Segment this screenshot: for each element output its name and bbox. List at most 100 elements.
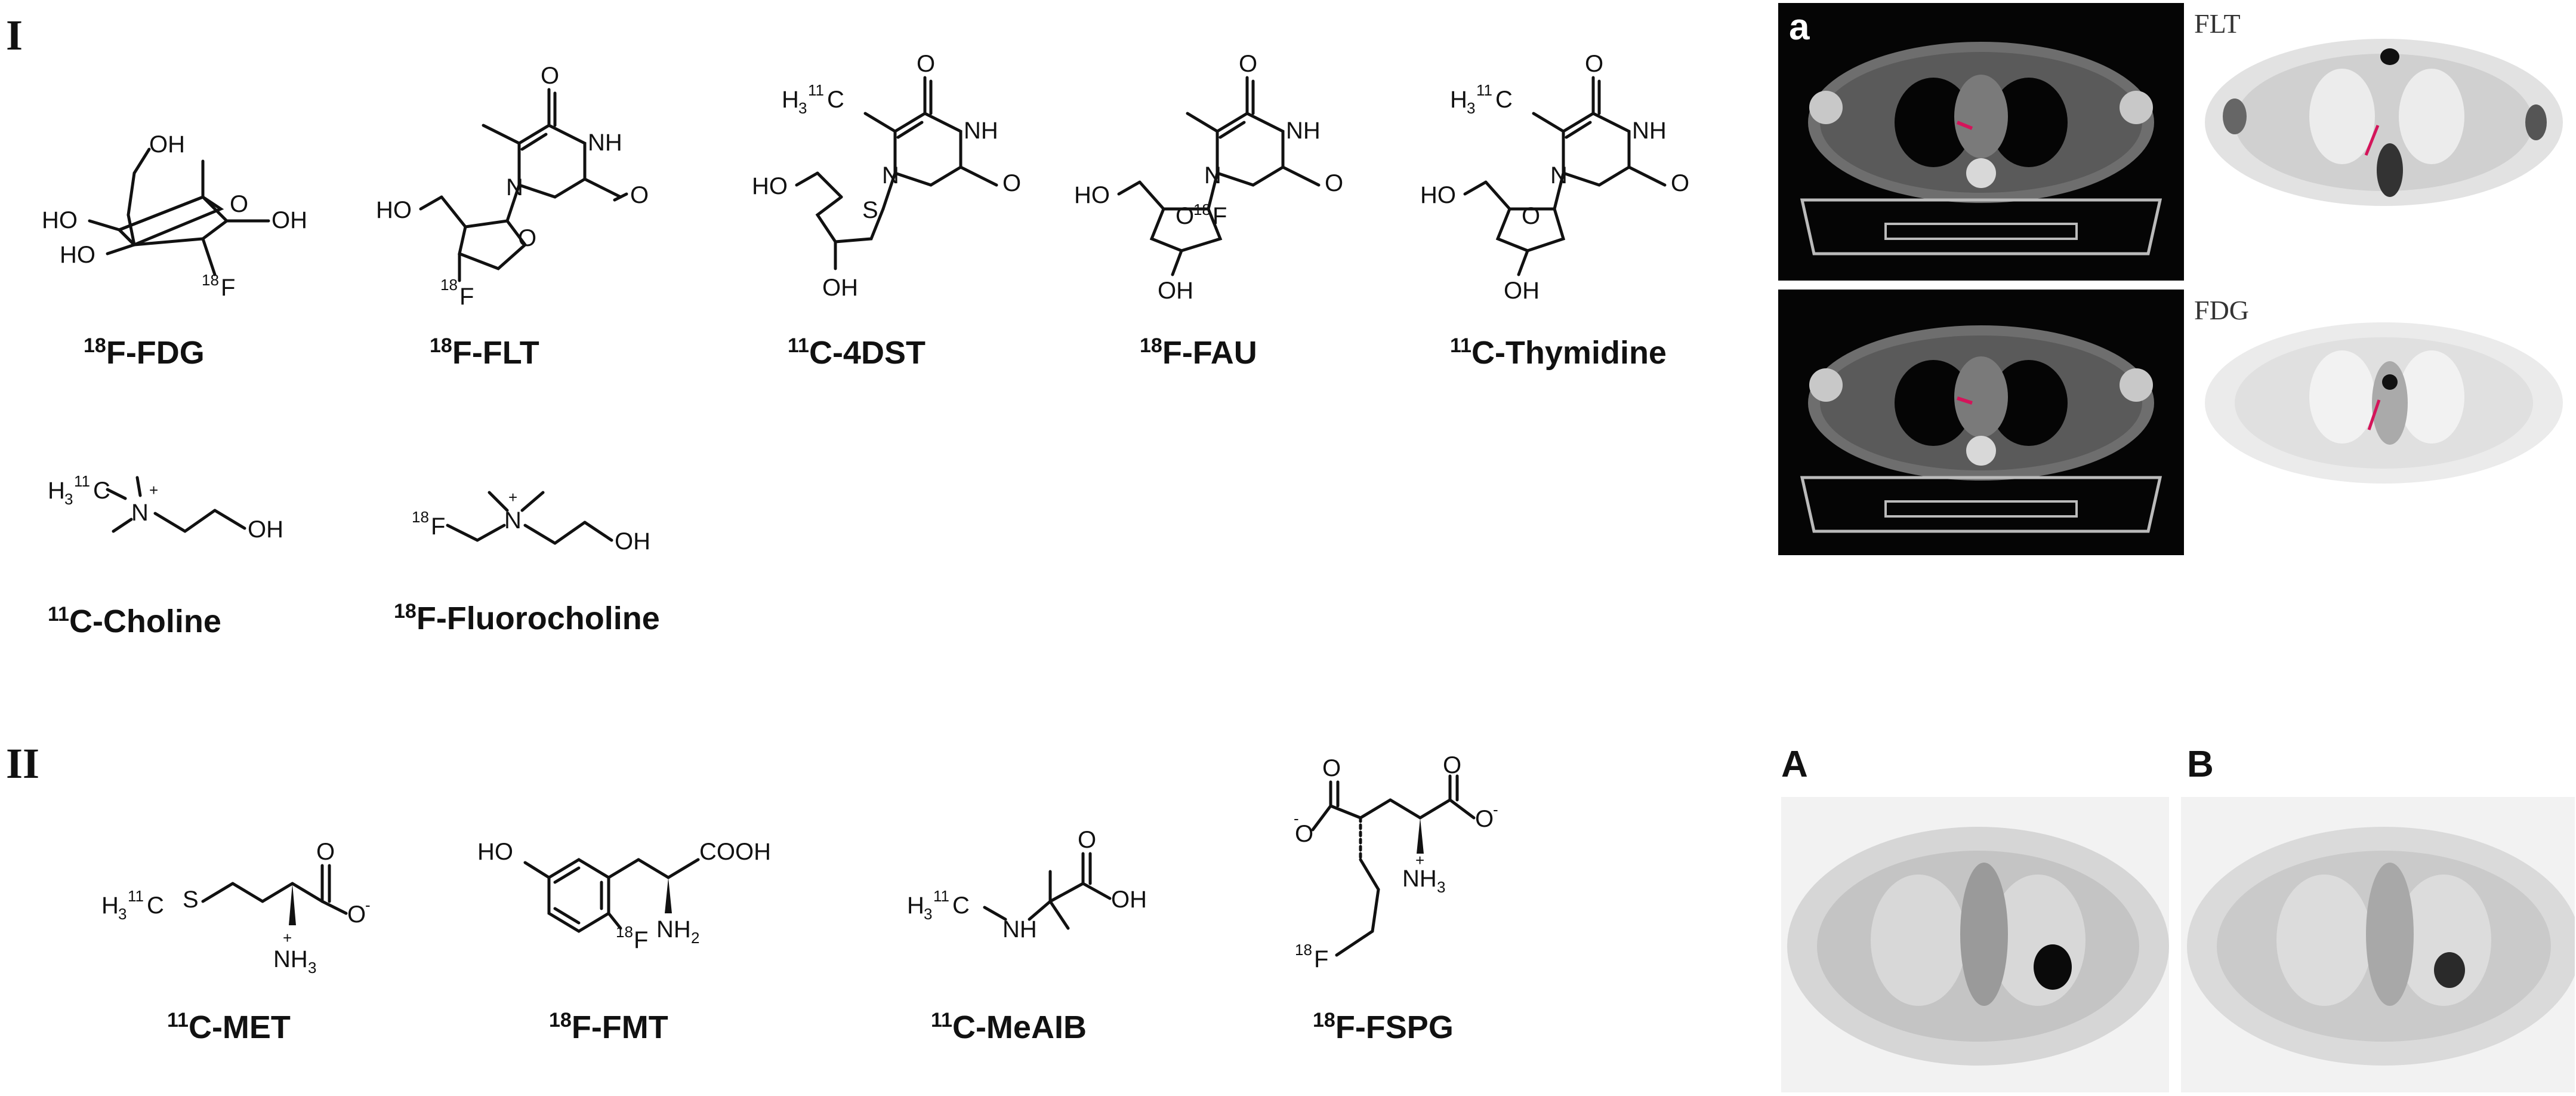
met-structure: H 3 11 C S O O - + NH 3	[101, 839, 371, 977]
atom-n: N	[1550, 162, 1568, 189]
atom-s: S	[862, 197, 878, 223]
atom-oh: OH	[822, 275, 858, 301]
4dst-structure: O NH O N S HO OH H 3 11 C	[752, 51, 1021, 301]
ct-image-bottom	[1778, 290, 2184, 555]
compound-label-11c-thymidine: 11C-Thymidine	[1450, 334, 1667, 371]
atom-o: O	[917, 51, 935, 77]
atom-oh: OH	[1504, 278, 1540, 304]
atom-s: S	[183, 886, 199, 913]
atom-h3: H	[101, 892, 119, 919]
isotope-11: 11	[74, 472, 90, 490]
pet-image-fdg: FDG	[2187, 290, 2575, 555]
atom-o: O	[1443, 752, 1461, 778]
atom-o: O	[1078, 827, 1096, 853]
atom-o: O	[541, 63, 559, 89]
charge-plus: +	[149, 481, 158, 499]
compound-label-11c-4dst: 11C-4DST	[788, 334, 925, 371]
atom-c: C	[827, 87, 844, 113]
atom-nh3: NH	[273, 946, 308, 972]
compound-label-18f-fluorocholine: 18F-Fluorocholine	[394, 600, 660, 636]
atom-f: F	[634, 927, 648, 953]
pet-image-A	[1781, 797, 2169, 1092]
atom-nh: NH	[1632, 118, 1667, 144]
section-label-I: I	[6, 11, 23, 59]
panel-label-B: B	[2187, 744, 2214, 785]
ct-image-top: a	[1778, 3, 2184, 281]
atom-ho: HO	[42, 207, 78, 233]
atom-h3: H	[907, 892, 924, 919]
modality-label-fdg: FDG	[2194, 295, 2250, 325]
atom-n: N	[131, 500, 149, 526]
isotope-11: 11	[808, 81, 824, 99]
atom-o: O	[1585, 51, 1603, 77]
subscript-3: 3	[118, 905, 127, 923]
atom-ho: HO	[752, 173, 788, 199]
atom-ho: HO	[376, 197, 412, 223]
atom-ho: HO	[1420, 182, 1456, 208]
compound-label-18f-fmt: 18F-FMT	[549, 1009, 668, 1045]
atom-c: C	[93, 478, 110, 504]
atom-o: O	[1176, 203, 1194, 229]
atom-f: F	[221, 275, 235, 301]
atom-oh: OH	[1111, 886, 1147, 913]
isotope-18: 18	[202, 271, 219, 289]
isotope-18: 18	[1295, 941, 1312, 959]
compound-label-11c-met: 11C-MET	[167, 1009, 291, 1045]
compound-label-11c-choline: 11C-Choline	[48, 603, 221, 639]
isotope-18: 18	[412, 508, 429, 526]
isotope-18: 18	[1193, 201, 1211, 218]
atom-oh: OH	[615, 528, 650, 555]
fspg-structure: O - O O O - + NH 3 18 F	[1294, 752, 1498, 972]
meaib-structure: H 3 11 C NH O OH	[907, 827, 1147, 943]
atom-f: F	[1314, 946, 1328, 972]
atom-c: C	[952, 892, 970, 919]
compound-label-18f-fau: 18F-FAU	[1140, 334, 1257, 371]
thymidine-structure: O NH O N O HO OH H 3 11 C	[1420, 51, 1689, 304]
atom-oh: OH	[248, 516, 283, 543]
atom-f: F	[459, 284, 474, 310]
atom-h3: H	[48, 478, 65, 504]
atom-ho: HO	[60, 242, 95, 268]
charge-plus: +	[283, 929, 292, 947]
atom-f: F	[431, 513, 445, 540]
atom-c: C	[1495, 87, 1513, 113]
atom-o: O	[1325, 170, 1343, 196]
atom-n: N	[882, 162, 899, 189]
panel-label-a: a	[1789, 7, 1810, 48]
fluorocholine-structure: 18 F N + OH	[412, 488, 650, 555]
subscript-3: 3	[1467, 99, 1475, 117]
choline-structure: H 3 11 C N + OH	[48, 472, 283, 543]
atom-nh: NH	[588, 130, 622, 156]
panel-label-A: A	[1781, 744, 1808, 785]
atom-n: N	[504, 507, 522, 534]
charge-plus: +	[508, 488, 517, 506]
atom-nh: NH	[1286, 118, 1321, 144]
atom-o: O	[1475, 806, 1494, 832]
subscript-3: 3	[308, 959, 316, 977]
fau-structure: O NH O N O 18 F HO OH	[1074, 51, 1343, 304]
atom-oh: OH	[272, 207, 307, 233]
atom-oh: OH	[1158, 278, 1193, 304]
atom-h3: H	[1450, 87, 1467, 113]
flt-structure: O NH O N O HO 18 F	[376, 63, 649, 310]
atom-n: N	[506, 174, 523, 201]
subscript-3: 3	[1437, 878, 1445, 896]
atom-cooh: COOH	[699, 839, 771, 865]
atom-o: O	[1322, 755, 1341, 781]
subscript-3: 3	[924, 905, 932, 923]
atom-nh: NH	[964, 118, 998, 144]
isotope-11: 11	[933, 887, 949, 905]
atom-o: O	[230, 191, 248, 217]
pet-image-B	[2181, 797, 2575, 1092]
fdg-structure: OH O OH HO HO 18 F	[42, 131, 307, 301]
pet-image-flt: FLT	[2187, 3, 2575, 281]
subscript-3: 3	[798, 99, 807, 117]
atom-n: N	[1204, 162, 1221, 189]
compound-label-18f-fspg: 18F-FSPG	[1313, 1009, 1454, 1045]
atom-oh: OH	[149, 131, 185, 158]
atom-o: O	[1002, 170, 1021, 196]
atom-nh2: NH	[656, 916, 691, 943]
charge-minus: -	[1493, 801, 1498, 818]
compound-label-11c-meaib: 11C-MeAIB	[931, 1009, 1087, 1045]
atom-nh: NH	[1002, 916, 1037, 943]
